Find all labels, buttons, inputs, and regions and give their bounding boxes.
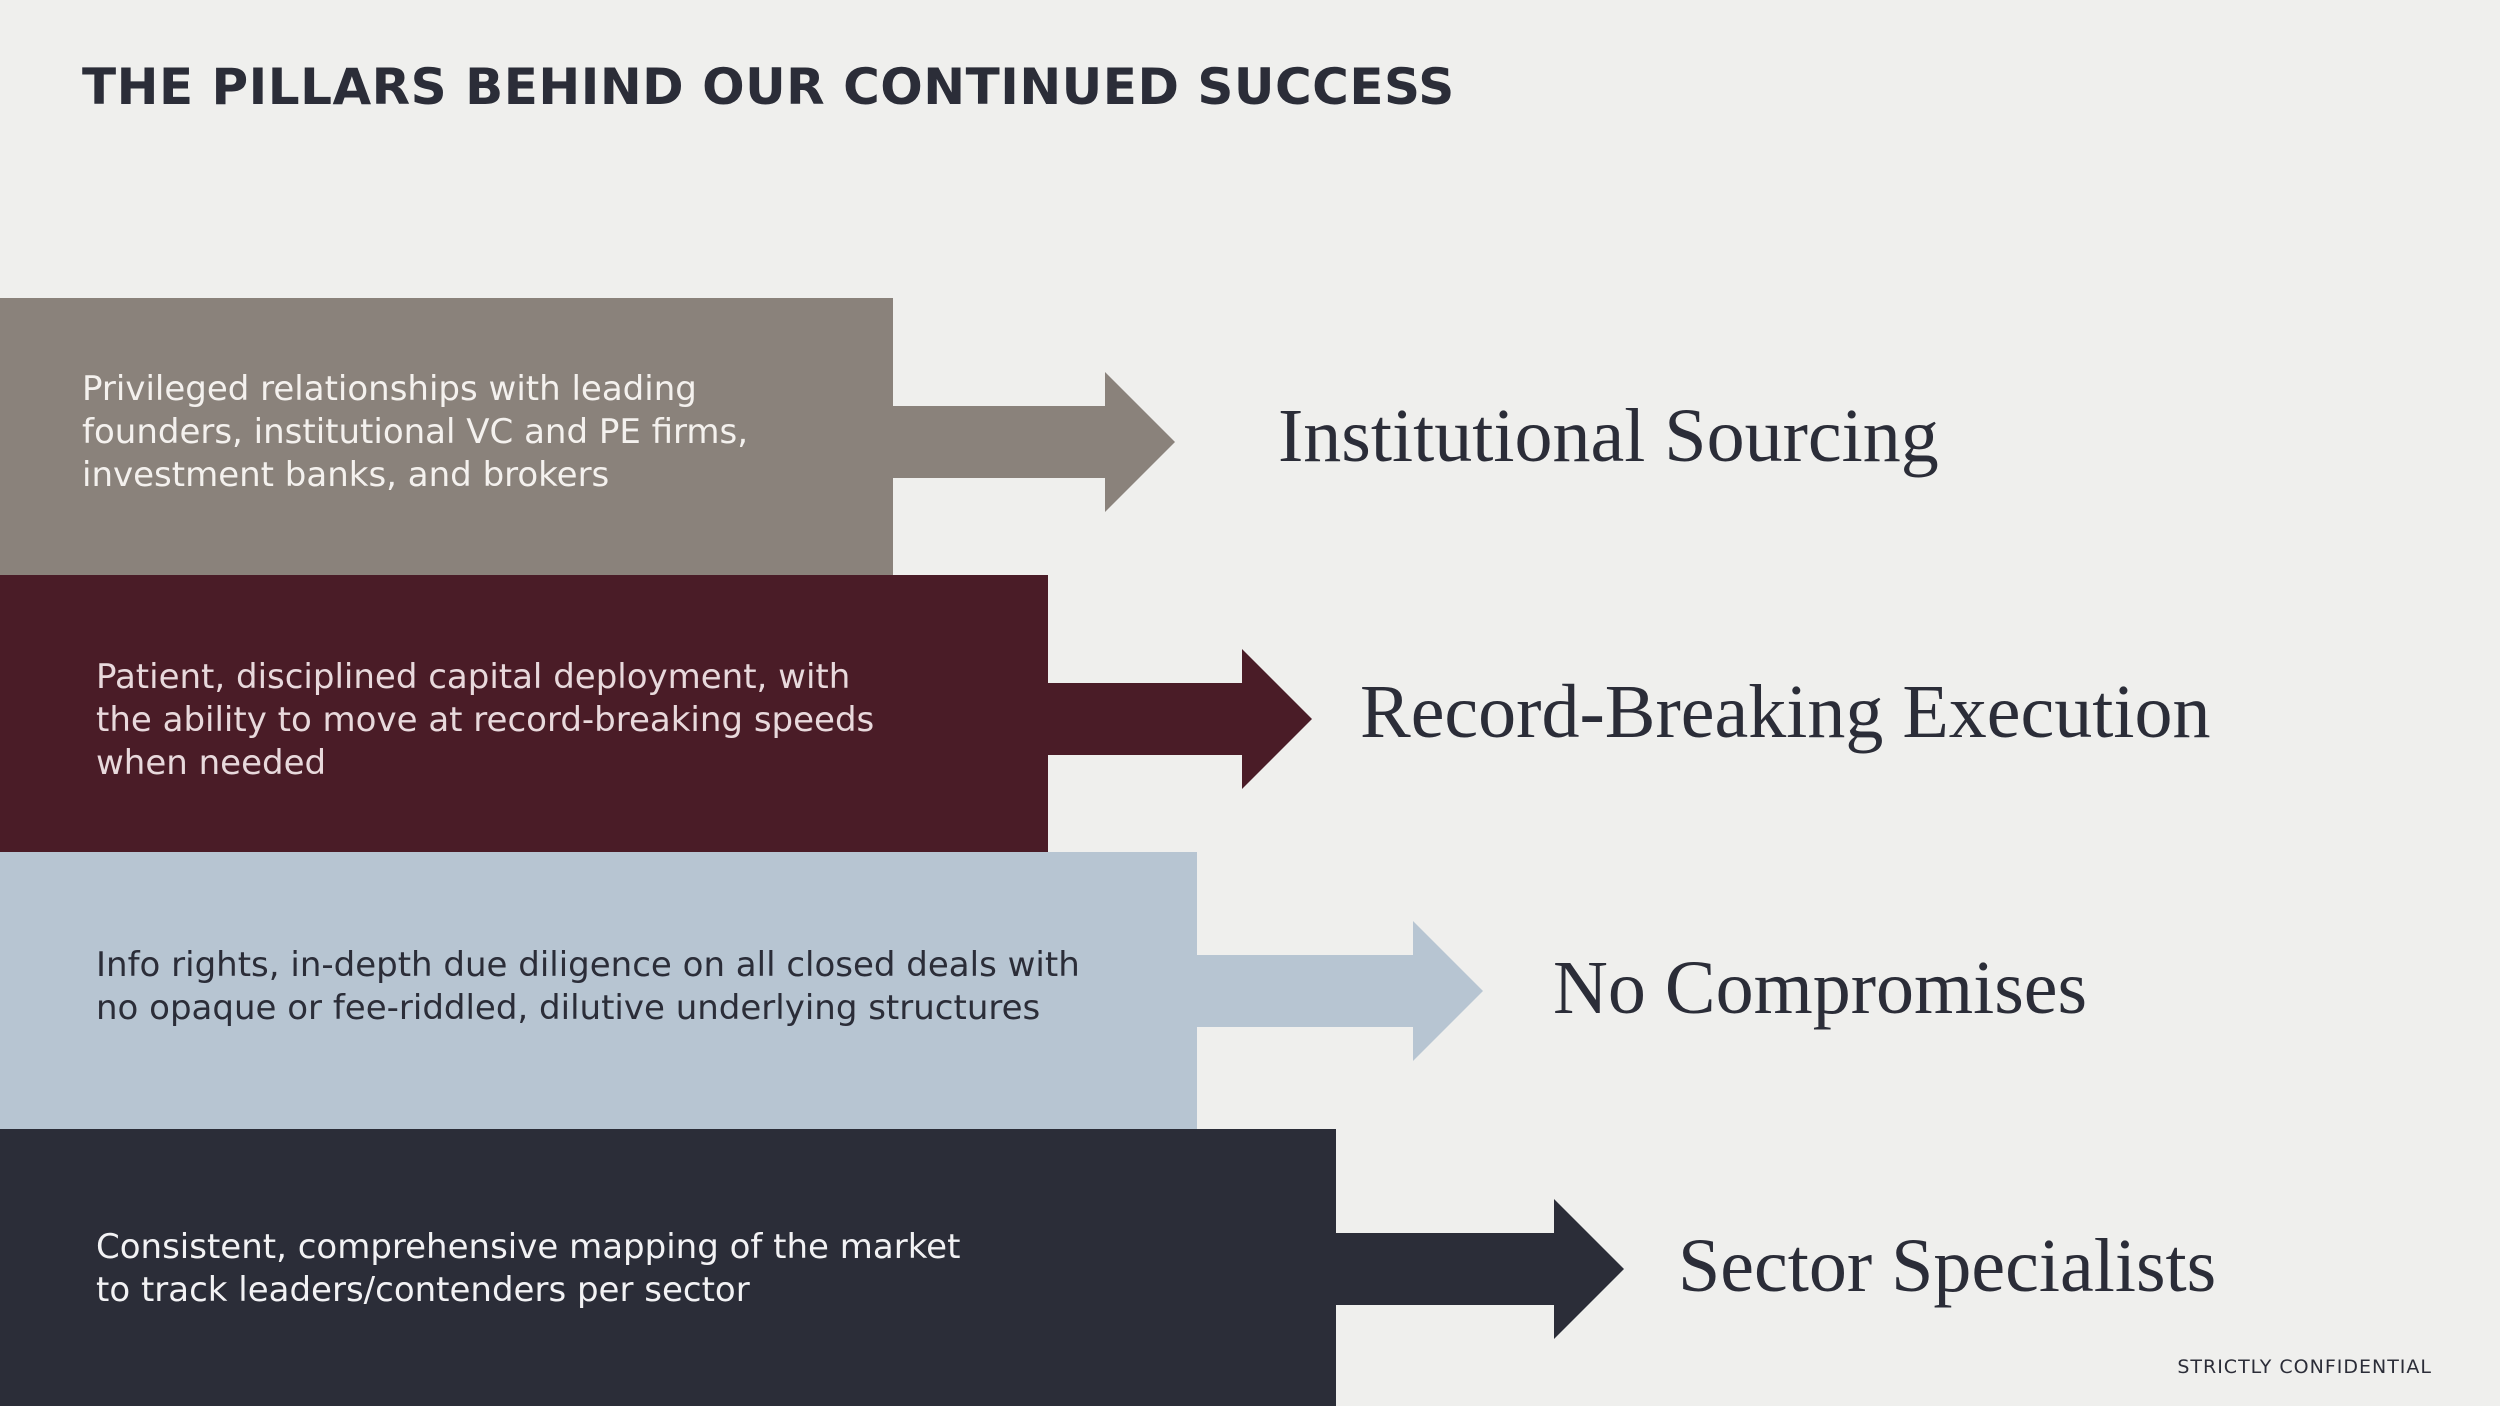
pillar-band-institutional-sourcing: Privileged relationships with leading fo… (0, 298, 893, 575)
slide-title: THE PILLARS BEHIND OUR CONTINUED SUCCESS (82, 58, 1455, 116)
pillar-description: Patient, disciplined capital deployment,… (96, 657, 875, 783)
pillar-band-sector-specialists: Consistent, comprehensive mapping of the… (0, 1129, 1336, 1406)
pillar-heading: Record-Breaking Execution (1360, 670, 2211, 754)
pillar-heading: Institutional Sourcing (1278, 394, 1939, 478)
pillar-band-no-compromises: Info rights, in-depth due diligence on a… (0, 852, 1197, 1129)
confidentiality-footer: STRICTLY CONFIDENTIAL (2177, 1356, 2432, 1378)
arrow-right-icon (1048, 649, 1312, 789)
arrow-right-icon (893, 372, 1175, 512)
pillar-heading: No Compromises (1553, 946, 2088, 1030)
pillar-description: Privileged relationships with leading fo… (82, 369, 749, 495)
pillar-heading: Sector Specialists (1678, 1224, 2217, 1308)
arrow-right-icon (1336, 1199, 1624, 1339)
pillar-band-record-breaking-execution: Patient, disciplined capital deployment,… (0, 575, 1048, 852)
pillar-description: Consistent, comprehensive mapping of the… (96, 1227, 961, 1310)
pillar-description: Info rights, in-depth due diligence on a… (96, 945, 1080, 1028)
arrow-right-icon (1197, 921, 1483, 1061)
